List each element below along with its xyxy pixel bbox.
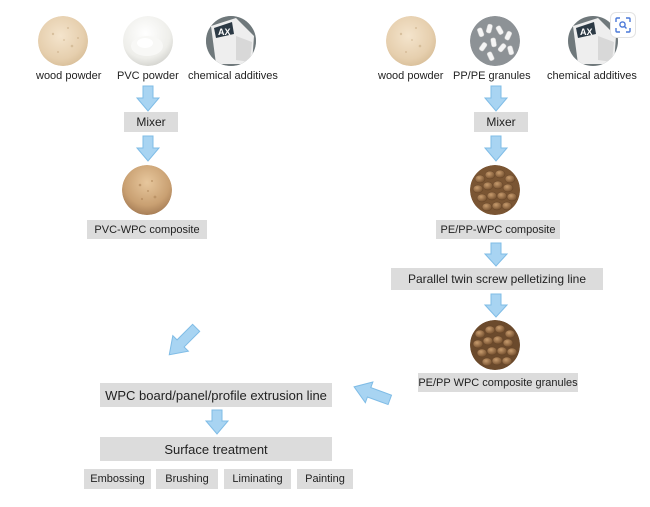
left-arrow-to-mixer <box>135 85 161 112</box>
svg-text:AX: AX <box>580 27 593 37</box>
left-arrow-to-composite <box>135 135 161 162</box>
right-chemical-additives-label: chemical additives <box>547 70 637 82</box>
pe-pp-granules-image <box>470 320 520 370</box>
pe-pp-wpc-composite-image <box>470 165 520 215</box>
left-chemical-additives-label: chemical additives <box>188 70 278 82</box>
right-arrow-to-granules <box>483 293 509 318</box>
arrow-to-surface-treatment <box>204 409 230 435</box>
left-wood-powder-label: wood powder <box>36 70 102 82</box>
pelletizing-line-box: Parallel twin screw pelletizing line <box>391 268 603 290</box>
right-pp-pe-granules-label: PP/PE granules <box>453 70 531 82</box>
svg-text:AX: AX <box>218 27 231 37</box>
liminating-box: Liminating <box>224 469 291 489</box>
pe-pp-wpc-composite-box: PE/PP-WPC composite <box>436 220 560 239</box>
right-arrow-to-pelletizing <box>483 242 509 267</box>
right-arrow-to-composite <box>483 135 509 162</box>
left-mixer-box: Mixer <box>124 112 178 132</box>
brushing-box: Brushing <box>156 469 218 489</box>
left-pvc-powder-label: PVC powder <box>117 70 179 82</box>
wood-powder-image-right <box>386 16 436 66</box>
lens-search-icon[interactable] <box>610 12 636 38</box>
pvc-powder-image <box>123 16 173 66</box>
pvc-wpc-composite-image <box>122 165 172 215</box>
right-wood-powder-label: wood powder <box>378 70 444 82</box>
right-arrow-to-mixer <box>483 85 509 112</box>
right-diagonal-arrow <box>353 381 393 406</box>
left-diagonal-arrow <box>168 323 201 356</box>
chemical-additives-image: AX <box>206 16 256 66</box>
painting-box: Painting <box>297 469 353 489</box>
chemical-additives-image-right: AX <box>568 16 618 66</box>
right-mixer-box: Mixer <box>474 112 528 132</box>
surface-treatment-box: Surface treatment <box>100 437 332 461</box>
wood-powder-image <box>38 16 88 66</box>
pp-pe-granules-image <box>470 16 520 66</box>
extrusion-line-box: WPC board/panel/profile extrusion line <box>100 383 332 407</box>
pvc-wpc-composite-box: PVC-WPC composite <box>87 220 207 239</box>
embossing-box: Embossing <box>84 469 151 489</box>
pe-pp-granules-box: PE/PP WPC composite granules <box>418 373 578 392</box>
